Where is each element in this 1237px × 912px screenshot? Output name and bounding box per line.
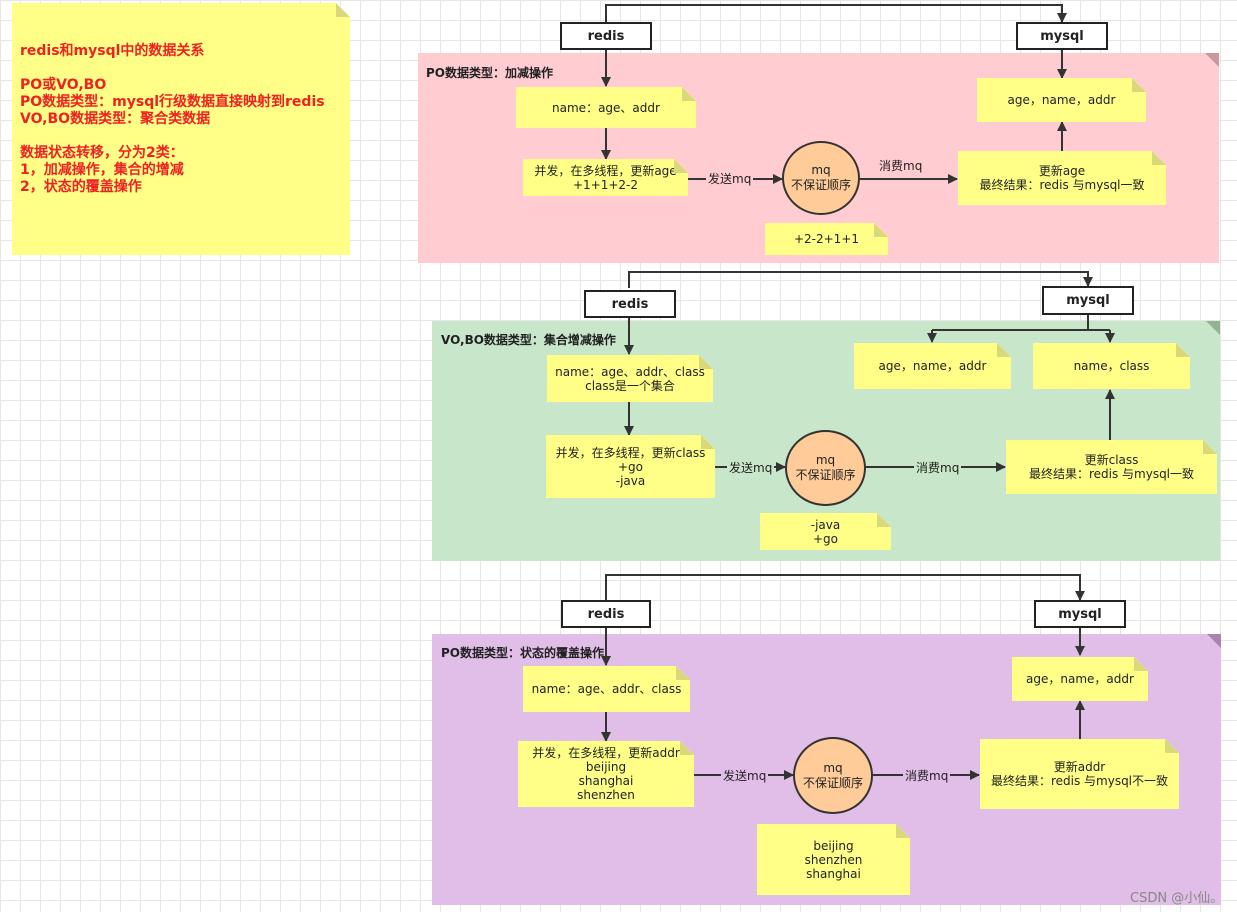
- mq-node-2: mq 不保证顺序: [785, 430, 866, 506]
- consume-mq-label-1: 消费mq: [879, 159, 923, 173]
- consume-mq-label-3: 消费mq: [903, 769, 951, 783]
- redis-fields-note-1: name：age、addr: [516, 87, 696, 128]
- redis-box-3: redis: [561, 600, 651, 628]
- mysql-box-1: mysql: [1016, 22, 1108, 50]
- watermark: CSDN @小仙。: [1130, 891, 1224, 906]
- update-result-note-2: 更新class 最终结果：redis 与mysql一致: [1006, 440, 1217, 494]
- mysql-fields-note-1: age，name，addr: [977, 78, 1146, 122]
- mq-name: mq: [823, 760, 843, 775]
- update-result-note-3: 更新addr 最终结果：redis 与mysql不一致: [980, 739, 1179, 809]
- mq-order-note-2: -java +go: [760, 513, 891, 550]
- mysql-box-2: mysql: [1042, 286, 1134, 315]
- mq-node-3: mq 不保证顺序: [793, 737, 873, 814]
- mysql-fields-note-3: age，name，addr: [1012, 657, 1148, 701]
- update-result-note-1: 更新age 最终结果：redis 与mysql一致: [958, 151, 1166, 205]
- section-title-2: VO,BO数据类型：集合增减操作: [441, 333, 616, 347]
- mysql-fields-note-2: name，class: [1033, 343, 1190, 389]
- mq-desc: 不保证顺序: [802, 775, 863, 790]
- redis-box-1: redis: [560, 22, 652, 50]
- mq-name: mq: [811, 163, 831, 177]
- concurrency-note-3: 并发，在多线程，更新addr beijing shanghai shenzhen: [518, 741, 694, 807]
- redis-box-2: redis: [584, 290, 676, 318]
- section-title-3: PO数据类型：状态的覆盖操作: [441, 646, 604, 660]
- redis-fields-note-2: name：age、addr、class class是一个集合: [547, 355, 713, 402]
- mq-name: mq: [815, 453, 836, 467]
- send-mq-label-3: 发送mq: [721, 769, 769, 783]
- concurrency-note-2: 并发，在多线程，更新class +go -java: [546, 435, 715, 498]
- send-mq-label-2: 发送mq: [727, 461, 775, 475]
- concurrency-note-1: 并发，在多线程，更新age +1+1+2-2: [523, 159, 688, 196]
- mysql-fields-note-2a: age，name，addr: [854, 343, 1011, 389]
- section-title-1: PO数据类型：加减操作: [426, 66, 553, 80]
- redis-fields-note-3: name：age、addr、class: [523, 666, 690, 712]
- send-mq-label-1: 发送mq: [706, 172, 754, 186]
- mq-node-1: mq 不保证顺序: [782, 141, 860, 215]
- mq-desc: 不保证顺序: [790, 178, 851, 192]
- intro-note: redis和mysql中的数据关系 PO或VO,BO PO数据类型：mysql行…: [12, 3, 350, 255]
- mq-order-note-3: beijing shenzhen shanghai: [757, 824, 910, 895]
- mq-desc: 不保证顺序: [795, 468, 856, 482]
- consume-mq-label-2: 消费mq: [914, 461, 962, 475]
- mysql-box-3: mysql: [1034, 600, 1126, 628]
- mq-order-note-1: +2-2+1+1: [765, 223, 888, 255]
